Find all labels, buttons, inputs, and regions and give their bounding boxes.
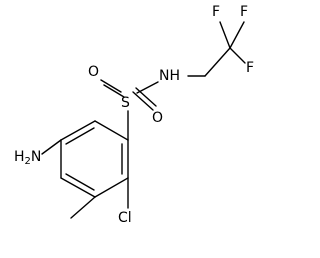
atom-label-cl: Cl	[118, 210, 132, 226]
ring-double-bond-inner-2	[65, 173, 95, 191]
atom-label-nh2: H2N	[14, 149, 41, 167]
bond-s-o-left-a	[100, 79, 122, 93]
bond-ch2-cf3	[204, 47, 231, 77]
bond-s-o-right-a	[132, 91, 154, 111]
bond-cf3-f-top-right	[229, 21, 245, 49]
atom-label-o-left: O	[88, 64, 99, 80]
atom-label-nh2-n: N	[31, 149, 41, 165]
ring-bond-2	[60, 120, 96, 141]
bond-s-o-left-b	[103, 84, 125, 98]
benzene-ring	[60, 120, 129, 198]
molecule-structure-diagram: S O O NH F F F H2N Cl	[14, 4, 254, 226]
atom-label-f-right: F	[246, 60, 254, 76]
ring-bond-5	[94, 177, 129, 198]
atom-label-f-top-left: F	[212, 4, 220, 20]
bond-ring-nh2	[41, 139, 62, 155]
ring-double-bond-inner-1	[65, 127, 95, 145]
atom-label-nh: NH	[159, 68, 180, 84]
bond-cf3-f-top-left	[219, 21, 231, 49]
atom-label-nh2-subscript: 2	[25, 156, 31, 167]
atom-label-s: S	[121, 95, 130, 111]
bond-ring-methyl	[70, 196, 96, 219]
bond-cf3-f-right	[229, 47, 246, 64]
sulfonamide-group	[100, 79, 159, 141]
atom-label-nh2-h: H	[14, 149, 25, 165]
ring-bond-4	[60, 177, 96, 198]
ring-bond-1	[94, 120, 129, 141]
atom-label-f-top-right: F	[240, 4, 248, 20]
atom-label-o-right: O	[152, 110, 163, 126]
bond-s-n	[136, 81, 159, 94]
trifluoroethyl-group	[187, 21, 246, 77]
